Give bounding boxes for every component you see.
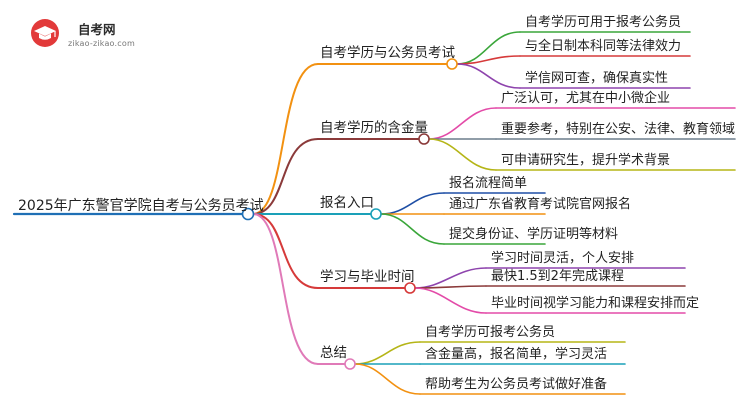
logo-url: zikao-zikao.com	[68, 39, 135, 48]
leaf-connector	[428, 138, 497, 171]
leaf-connector	[428, 107, 497, 140]
branch-node	[418, 133, 430, 145]
leaf-connector	[414, 287, 487, 314]
leaf-label: 帮助考生为公务员考试做好准备	[425, 377, 608, 392]
branch-connector	[252, 63, 319, 215]
leaf-label: 通过广东省教育考试院官网报名	[449, 197, 632, 212]
branch-node	[404, 282, 416, 294]
graduation-cap-icon	[31, 19, 59, 47]
root-topic: 2025年广东警官学院自考与公务员考试	[18, 198, 264, 214]
leaf-label: 广泛认可，尤其在中小微企业	[501, 91, 671, 106]
branch-label: 总结	[320, 345, 347, 361]
leaf-connector	[456, 63, 521, 89]
branch-node	[446, 58, 458, 70]
leaf-label: 毕业时间视学习能力和课程安排而定	[491, 296, 700, 311]
leaf-label: 与全日制本科同等法律效力	[525, 39, 682, 54]
leaf-label: 可申请研究生，提升学术背景	[501, 153, 671, 168]
leaf-label: 报名流程简单	[449, 176, 528, 191]
branch-node	[344, 358, 356, 370]
leaf-connector	[414, 267, 487, 289]
branch-label: 学习与毕业时间	[320, 269, 415, 285]
branch-label: 自考学历的含金量	[320, 120, 428, 136]
branch-connector	[252, 213, 319, 365]
leaf-label: 自考学历可用于报考公务员	[525, 15, 682, 30]
leaf-connector	[380, 213, 445, 245]
leaf-label: 重要参考，特别在公安、法律、教育领域	[501, 122, 736, 137]
leaf-connector	[456, 55, 521, 65]
leaf-connector	[380, 192, 445, 215]
leaf-connector	[354, 363, 421, 395]
leaf-label: 含金量高，报名简单，学习灵活	[425, 347, 608, 362]
branch-node	[370, 208, 382, 220]
leaf-label: 提交身份证、学历证明等材料	[449, 227, 619, 242]
branch-connector	[252, 138, 319, 215]
leaf-label: 最快1.5到2年完成课程	[491, 269, 624, 284]
logo-title: 自考网	[78, 22, 116, 37]
leaf-label: 自考学历可报考公务员	[425, 325, 556, 340]
leaf-connector	[354, 341, 421, 365]
branch-label: 自考学历与公务员考试	[320, 45, 455, 61]
root-node	[241, 207, 255, 221]
branch-label: 报名入口	[320, 195, 374, 211]
leaf-label: 学信网可查，确保真实性	[525, 71, 669, 86]
branch-connector	[252, 213, 319, 289]
leaf-label: 学习时间灵活，个人安排	[491, 251, 635, 266]
